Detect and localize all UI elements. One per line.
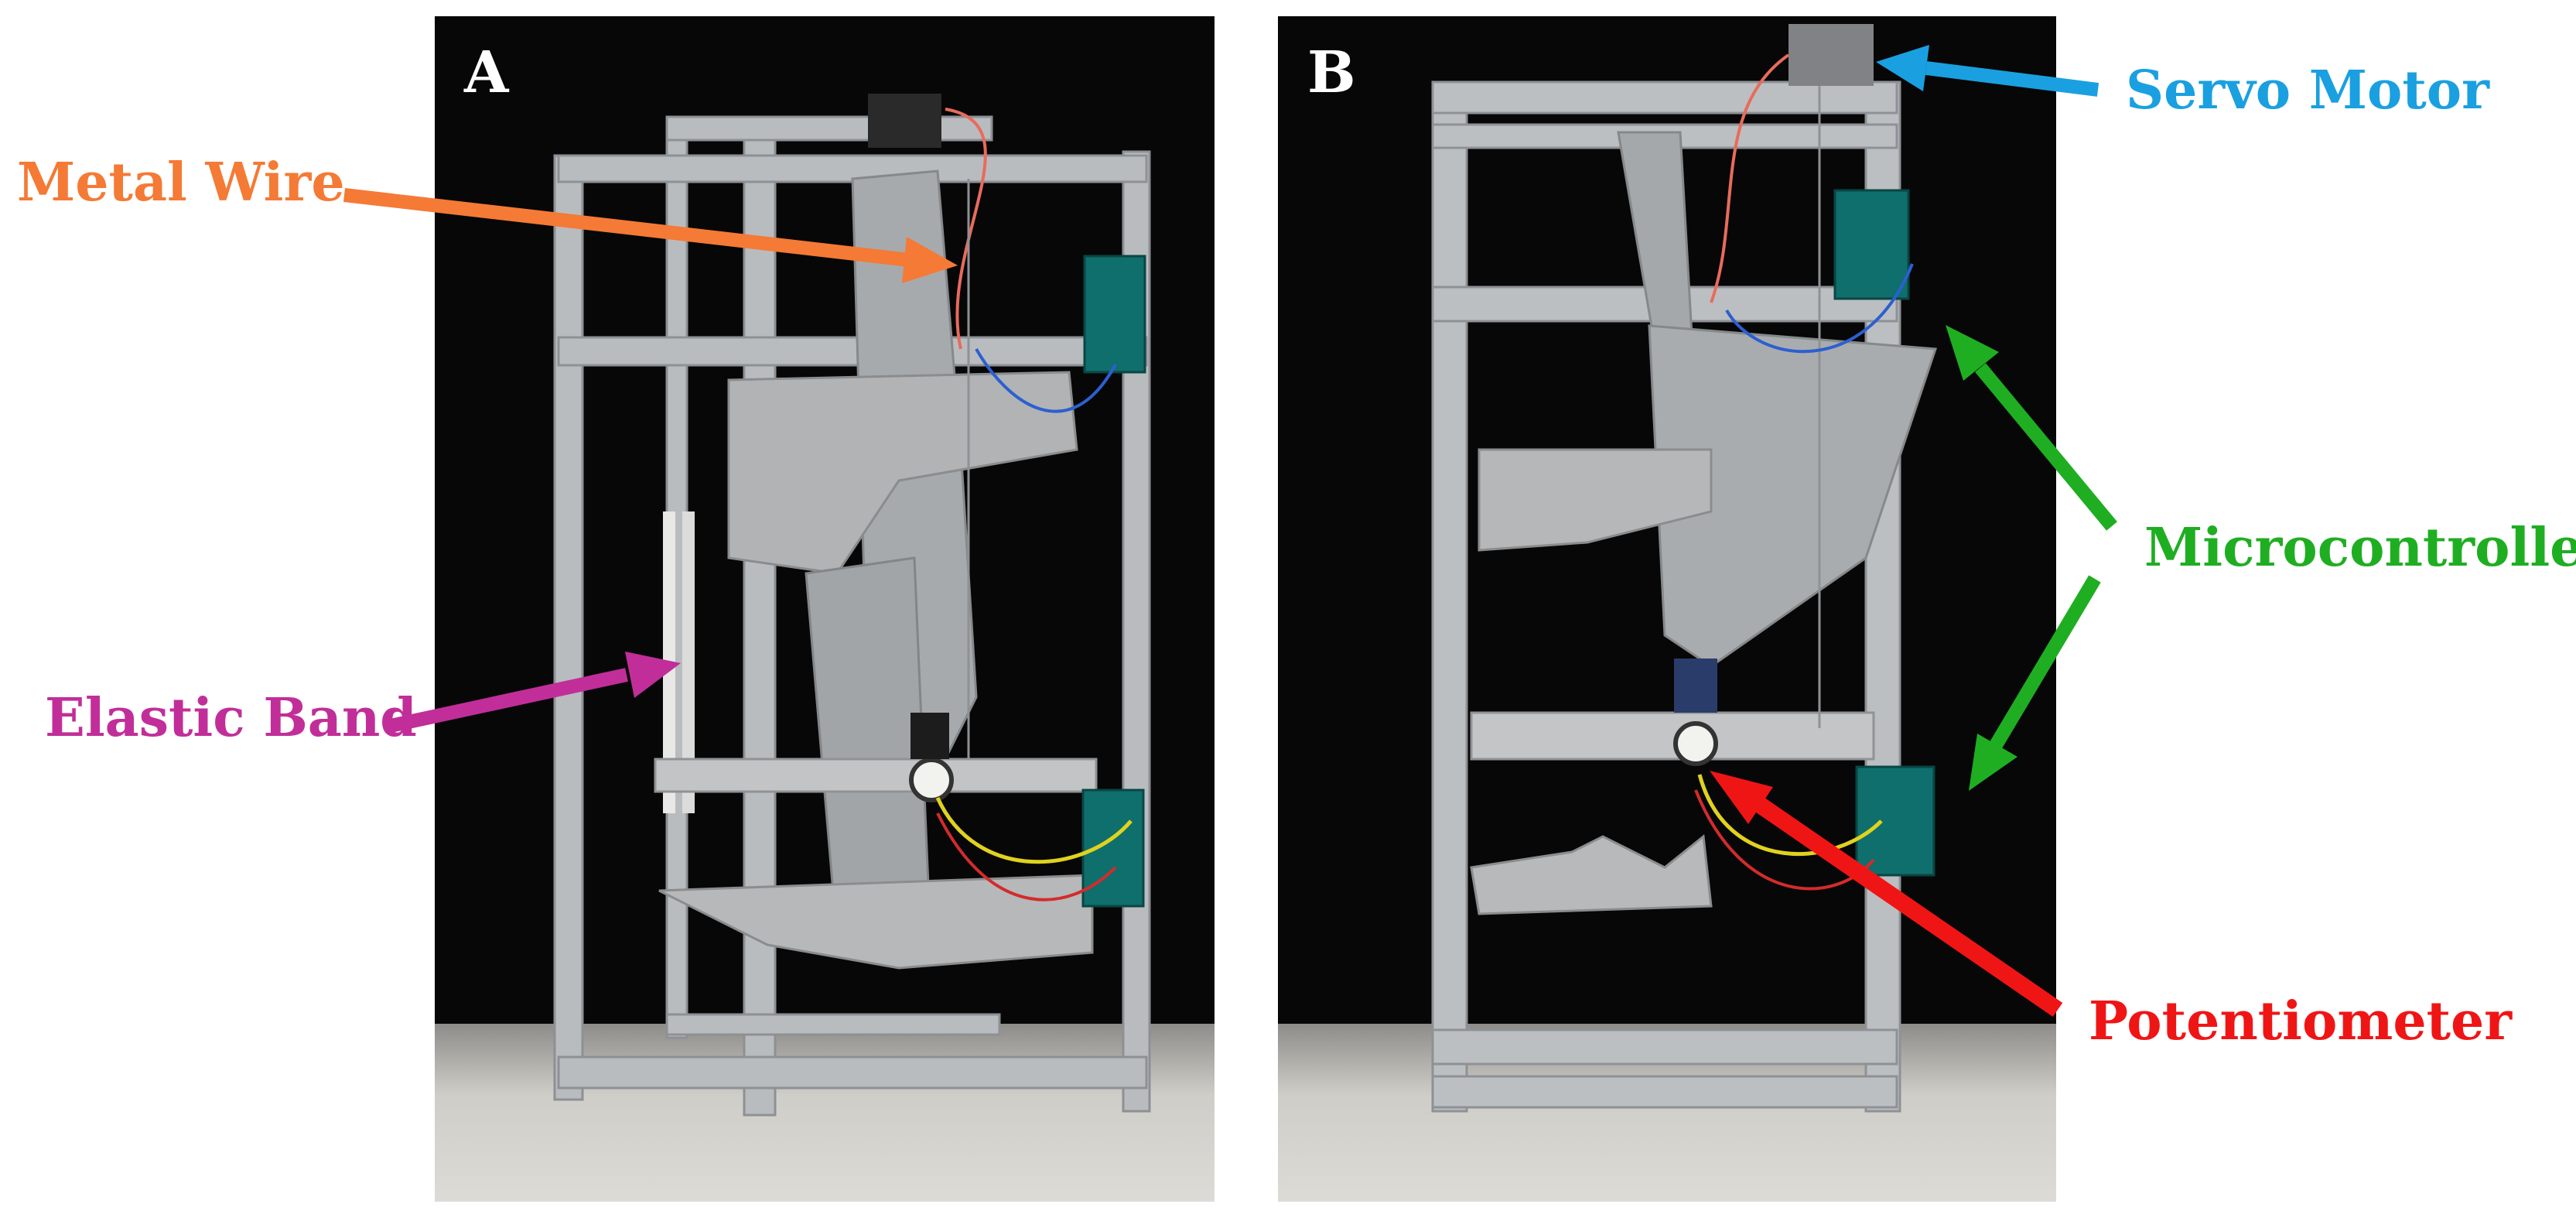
potentiometer: [909, 758, 954, 802]
signal-wire: [935, 796, 1133, 864]
frame-rail: [557, 1055, 1148, 1090]
microcontroller-board: [1855, 765, 1935, 877]
potentiometer-mount: [910, 713, 949, 759]
elastic-band: [682, 511, 695, 813]
servo-motor: [1789, 24, 1874, 86]
signal-wire: [1694, 789, 1875, 891]
signal-wire: [1697, 774, 1883, 856]
photo-panel-a: A: [435, 16, 1215, 1202]
servo-wire: [945, 108, 987, 350]
mid-bar: [654, 758, 1098, 793]
panel-label-b: B: [1307, 39, 1356, 106]
mid-bar: [1470, 711, 1875, 761]
frame-post: [743, 115, 777, 1117]
test-rig-b: [1431, 24, 1938, 1113]
servo-motor: [868, 94, 941, 148]
callout-elastic-band: Elastic Band: [45, 687, 417, 749]
signal-wire: [936, 812, 1117, 901]
upper-arm: [1478, 448, 1713, 552]
frame-rail: [557, 154, 1148, 183]
frame-post: [553, 154, 584, 1101]
test-rig-a: [553, 94, 1151, 1117]
foot-plate: [658, 874, 1094, 970]
photo-panel-b: B: [1278, 16, 2056, 1202]
frame-rail: [1431, 1075, 1898, 1109]
frame-rail: [665, 1013, 1001, 1036]
callout-servo-motor: Servo Motor: [2126, 60, 2489, 121]
foot-plate: [1470, 834, 1713, 915]
signal-wire: [1725, 263, 1914, 354]
signal-wire: [975, 348, 1117, 413]
callout-potentiometer: Potentiometer: [2089, 990, 2513, 1052]
panel-label-a: A: [464, 39, 509, 106]
frame-rail: [665, 115, 993, 142]
microcontroller-board: [1083, 255, 1146, 374]
frame-post: [1431, 80, 1468, 1113]
potentiometer: [1673, 721, 1718, 766]
servo-wire: [1710, 53, 1790, 303]
upper-plate: [727, 371, 1078, 575]
microcontroller-board: [1833, 189, 1910, 300]
callout-microcontroller: Microcontroller: [2144, 517, 2576, 579]
knee-plate: [1648, 324, 1938, 668]
frame-rail: [1431, 80, 1898, 115]
frame-rail: [1431, 1028, 1898, 1066]
potentiometer-mount: [1674, 659, 1717, 713]
callout-metal-wire: Metal Wire: [17, 152, 345, 214]
frame-rail: [557, 336, 1148, 367]
